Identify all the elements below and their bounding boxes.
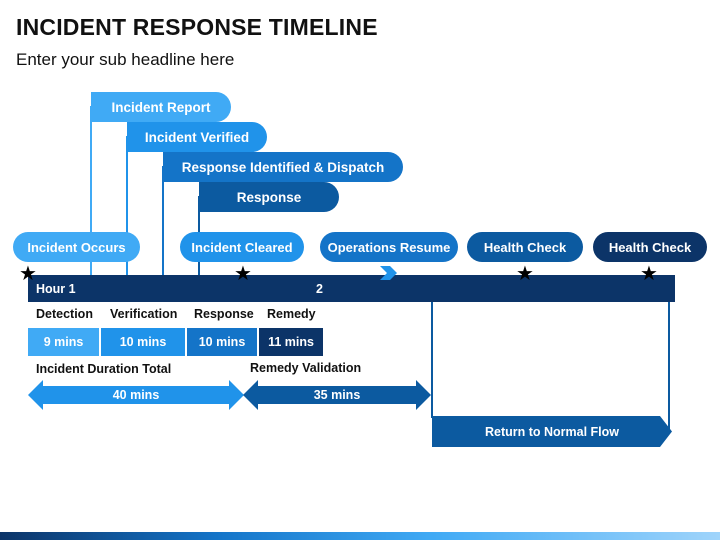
step-response-identified-dispatch: Response Identified & Dispatch [163,152,403,182]
phase-label-remedy: Remedy [267,307,316,321]
remedy-validation-arrow [243,380,431,410]
chevron-right-icon [380,266,397,280]
timeline-hour-2: 2 [316,282,323,296]
step-response: Response [199,182,339,212]
phase-label-detection: Detection [36,307,93,321]
star-icon: ★ [516,263,534,285]
phase-duration-detection: 9 mins [28,328,99,356]
return-to-normal-flow-shape [432,416,672,447]
milestone-incident-cleared: Incident Cleared [180,232,304,262]
connector-line-incident-verified [126,136,128,276]
return-to-normal-flow-label: Return to Normal Flow [484,424,620,439]
timeline-bar [28,275,675,302]
page-subtitle: Enter your sub headline here [16,50,235,69]
phase-label-verification: Verification [110,307,178,321]
star-icon: ★ [19,263,37,285]
incident-duration-value: 40 mins [112,388,160,402]
incident-duration-total-label: Incident Duration Total [36,362,172,376]
star-icon: ★ [640,263,658,285]
phase-duration-response: 10 mins [187,328,257,356]
milestone-health-check-1: Health Check [467,232,583,262]
incident-duration-arrow [28,380,244,410]
star-icon: ★ [234,263,252,285]
timeline-hour-1: Hour 1 [36,282,76,296]
connector-line-normal-flow-left [431,300,433,418]
connector-line-response-identified [162,166,164,276]
connector-line-incident-report [90,106,92,276]
phase-duration-verification: 10 mins [101,328,185,356]
remedy-validation-value: 35 mins [313,388,361,402]
milestone-incident-occurs: Incident Occurs [13,232,140,262]
connector-line-normal-flow-right [668,300,670,433]
remedy-validation-label: Remedy Validation [250,361,362,375]
step-incident-verified: Incident Verified [127,122,267,152]
milestone-health-check-2: Health Check [593,232,707,262]
page-title: INCIDENT RESPONSE TIMELINE [16,14,378,40]
phase-label-response: Response [194,307,254,321]
step-incident-report: Incident Report [91,92,231,122]
milestone-operations-resume: Operations Resume [320,232,458,262]
phase-duration-remedy: 11 mins [259,328,323,356]
footer-bar [0,532,720,540]
